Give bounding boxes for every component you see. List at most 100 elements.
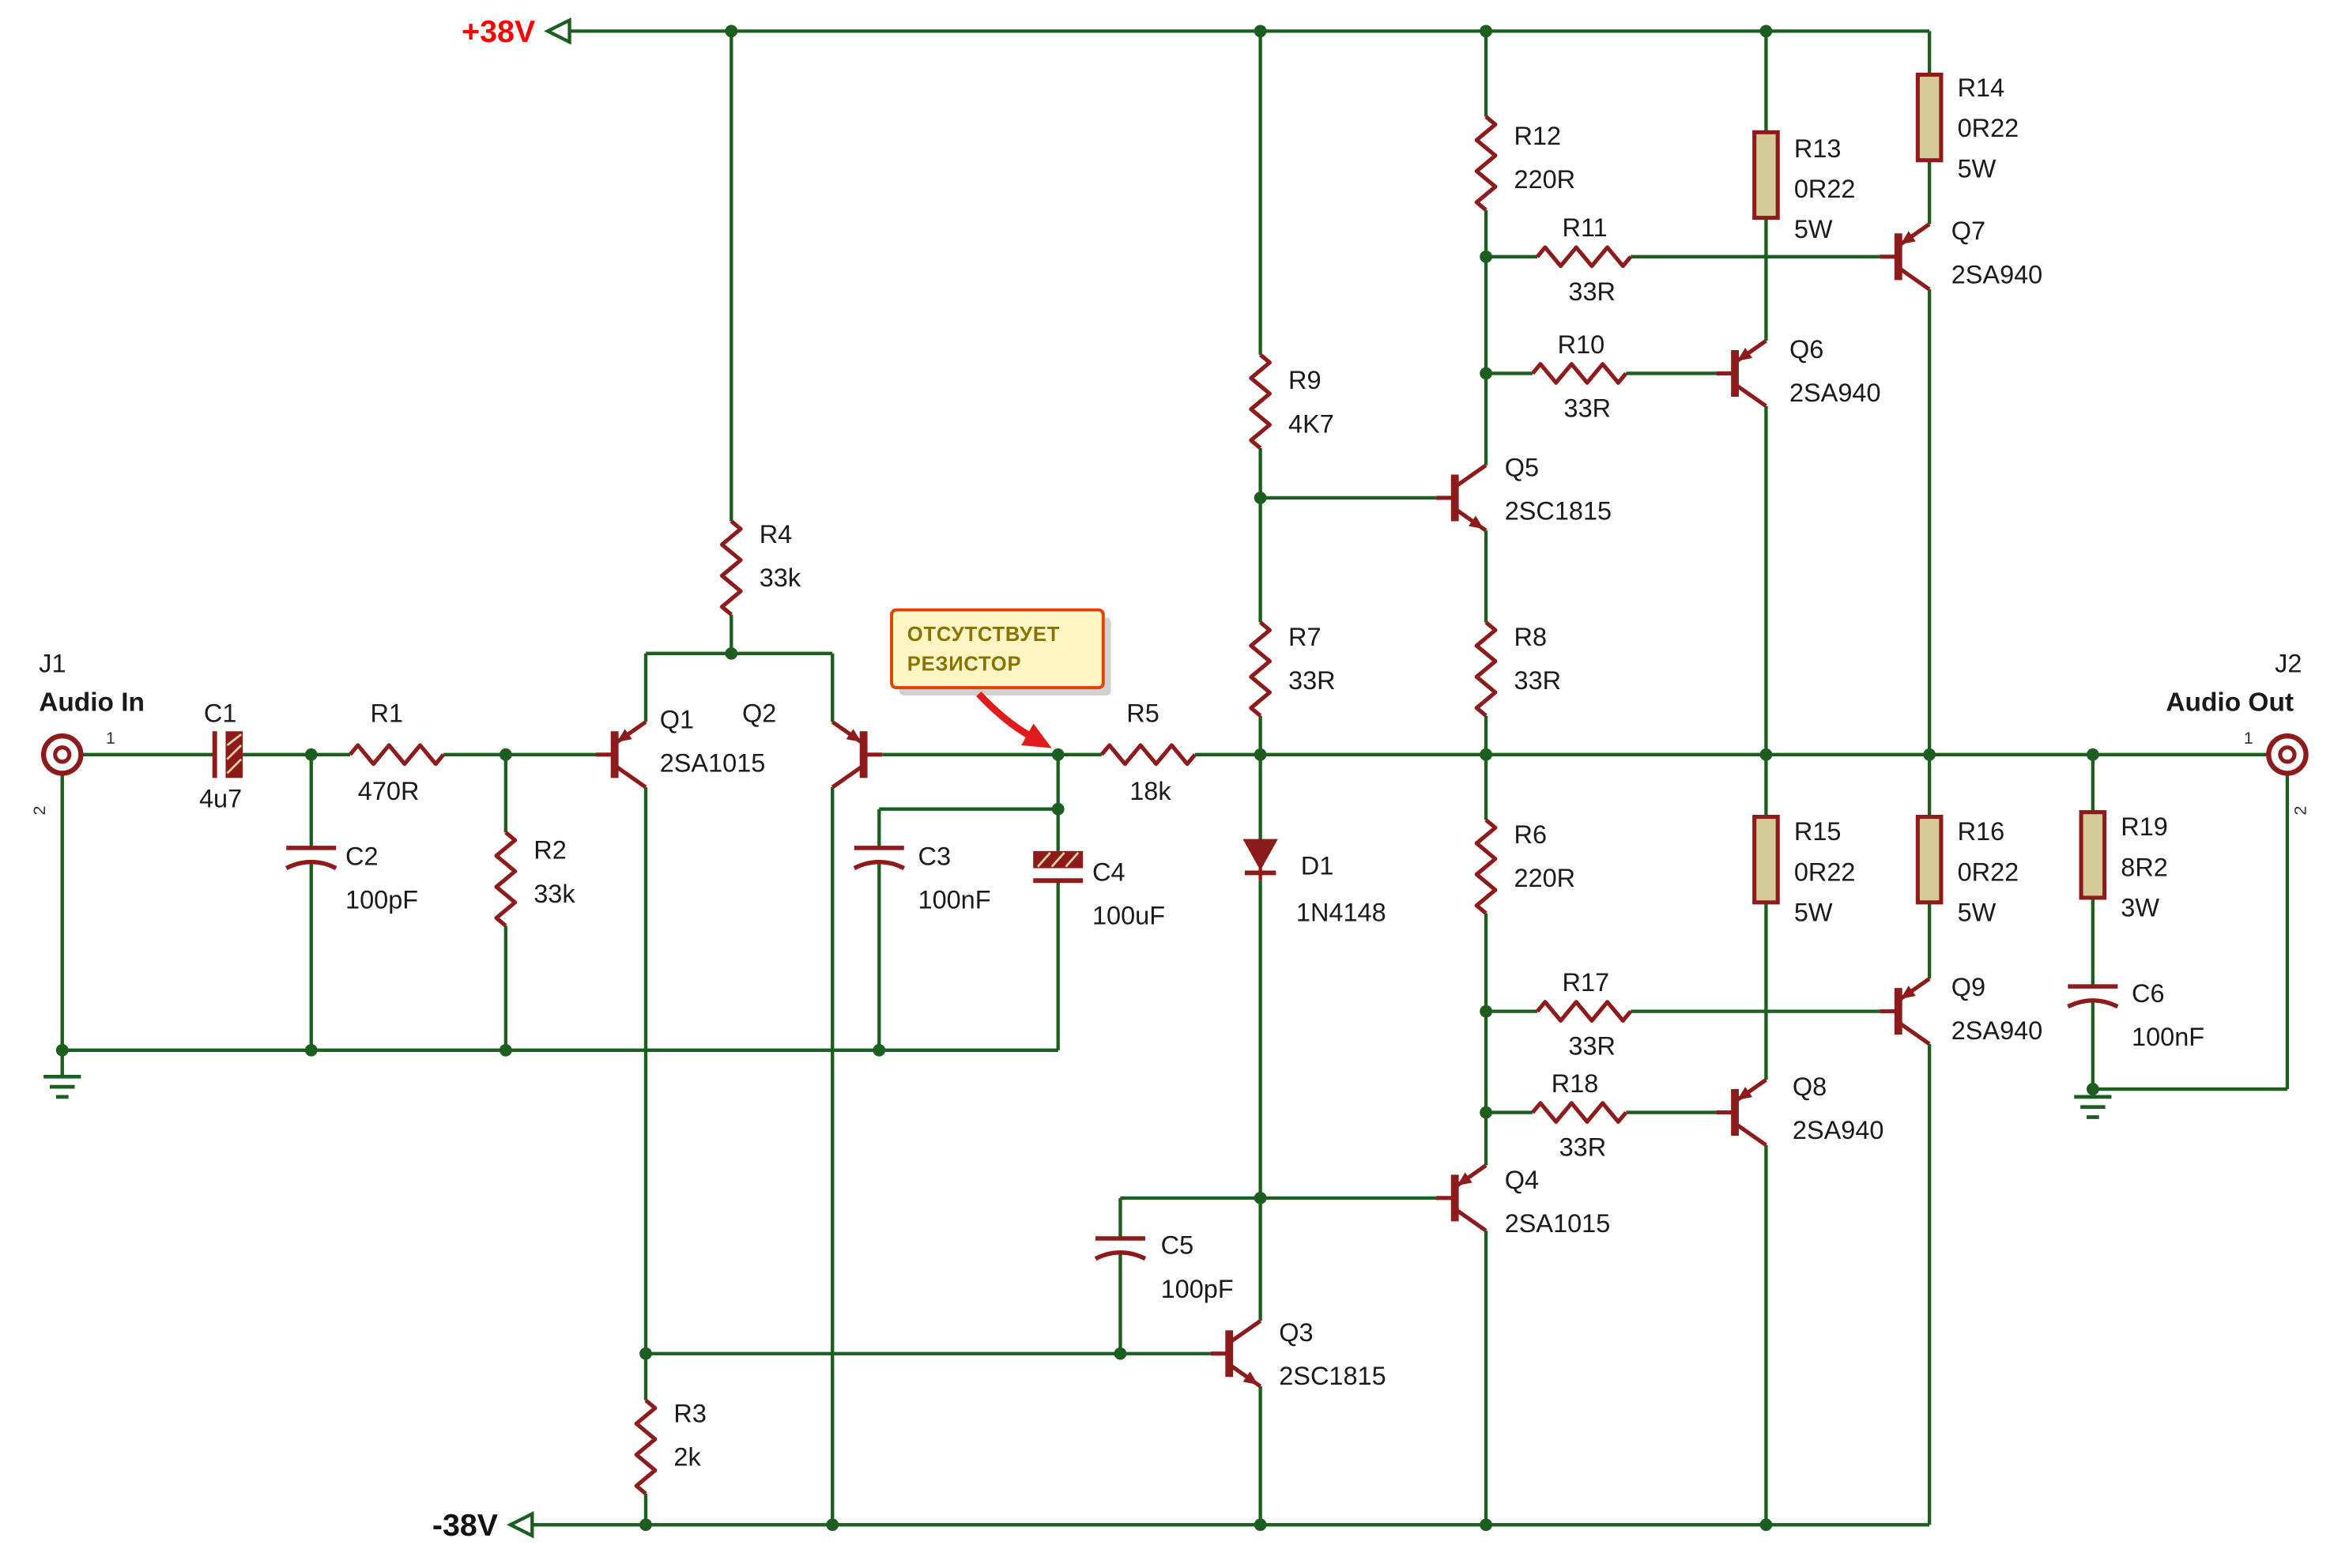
label-R12-value: 220R bbox=[1514, 165, 1576, 194]
label-R16-power: 5W bbox=[1958, 898, 1997, 926]
transistor-Q1: Q1 2SA1015 bbox=[596, 705, 765, 787]
annotation-callout: ОТСУТСТВУЕТ РЕЗИСТОР bbox=[890, 608, 1111, 748]
negative-rail-label: -38V bbox=[432, 1508, 498, 1543]
label-R8-value: 33R bbox=[1514, 666, 1562, 695]
label-Q9-value: 2SA940 bbox=[1951, 1016, 2043, 1045]
label-Q1-ref: Q1 bbox=[660, 705, 694, 733]
label-R13-power: 5W bbox=[1794, 215, 1833, 243]
resistor-R9: R9 4K7 bbox=[1251, 355, 1334, 448]
label-D1-value: 1N4148 bbox=[1296, 898, 1386, 926]
resistor-R5: R5 18k bbox=[1102, 699, 1195, 805]
label-R5-value: 18k bbox=[1129, 777, 1171, 805]
label-R6-value: 220R bbox=[1514, 864, 1576, 892]
resistor-R18: R18 33R bbox=[1533, 1069, 1626, 1162]
label-Q1-value: 2SA1015 bbox=[660, 748, 766, 777]
label-C6-value: 100nF bbox=[2132, 1023, 2204, 1051]
positive-rail-label: +38V bbox=[462, 14, 535, 49]
label-R14-power: 5W bbox=[1958, 154, 1997, 183]
label-R19-power: 3W bbox=[2121, 894, 2159, 922]
label-R10-value: 33R bbox=[1564, 394, 1612, 423]
capacitor-C6: C6 100nF bbox=[2068, 979, 2204, 1051]
label-Q6-ref: Q6 bbox=[1789, 335, 1823, 364]
ground-symbol-input bbox=[43, 1076, 81, 1097]
diode-D1: D1 1N4148 bbox=[1242, 839, 1386, 926]
label-C1-ref: C1 bbox=[204, 699, 237, 727]
capacitor-C1: C1 4u7 bbox=[199, 699, 243, 813]
label-D1-ref: D1 bbox=[1301, 851, 1334, 880]
transistor-Q7: Q7 2SA940 bbox=[1880, 217, 2042, 289]
resistor-R11: R11 33R bbox=[1537, 213, 1631, 306]
transistor-Q4: Q4 2SA1015 bbox=[1436, 1166, 1610, 1238]
resistor-R15: R15 0R22 5W bbox=[1755, 817, 1855, 926]
resistor-R13: R13 0R22 5W bbox=[1755, 132, 1856, 243]
label-R14-ref: R14 bbox=[1958, 74, 2005, 102]
label-Q3-ref: Q3 bbox=[1279, 1318, 1313, 1347]
connector-J2: J2 Audio Out 1 2 bbox=[2166, 649, 2309, 815]
label-R6-ref: R6 bbox=[1514, 820, 1548, 849]
label-J1-pin1: 1 bbox=[106, 728, 115, 748]
label-R4-ref: R4 bbox=[760, 520, 793, 548]
label-C1-value: 4u7 bbox=[199, 785, 242, 813]
annotation-arrow-icon bbox=[976, 691, 1052, 748]
jack-icon bbox=[2268, 736, 2306, 773]
label-Q2-ref: Q2 bbox=[742, 699, 776, 727]
label-R16-ref: R16 bbox=[1958, 817, 2005, 846]
label-C3-ref: C3 bbox=[918, 842, 952, 871]
transistor-Q8: Q8 2SA940 bbox=[1716, 1072, 1883, 1145]
label-R1-value: 470R bbox=[358, 777, 420, 805]
label-C2-value: 100pF bbox=[345, 886, 418, 914]
label-C5-value: 100pF bbox=[1161, 1275, 1234, 1303]
label-R14-value: 0R22 bbox=[1958, 114, 2019, 142]
ground-symbol-output bbox=[2074, 1097, 2111, 1118]
label-R17-value: 33R bbox=[1568, 1032, 1616, 1061]
label-C6-ref: C6 bbox=[2132, 979, 2165, 1008]
label-R4-value: 33k bbox=[760, 564, 801, 592]
label-Q8-value: 2SA940 bbox=[1793, 1116, 1884, 1144]
negative-rail-arrow-icon bbox=[511, 1514, 533, 1536]
label-Q5-value: 2SC1815 bbox=[1505, 497, 1612, 526]
label-R2-ref: R2 bbox=[534, 836, 567, 865]
transistor-Q9: Q9 2SA940 bbox=[1880, 973, 2042, 1045]
resistor-R7: R7 33R bbox=[1251, 622, 1336, 715]
resistor-R17: R17 33R bbox=[1537, 968, 1631, 1061]
label-R5-ref: R5 bbox=[1126, 699, 1159, 727]
label-R13-value: 0R22 bbox=[1794, 175, 1856, 203]
resistor-R16: R16 0R22 5W bbox=[1917, 817, 2019, 926]
capacitor-C3: C3 100nF bbox=[854, 842, 991, 914]
negative-rail: -38V bbox=[432, 1508, 532, 1543]
label-R2-value: 33k bbox=[534, 880, 575, 908]
label-J2-name: Audio Out bbox=[2166, 688, 2294, 718]
label-Q5-ref: Q5 bbox=[1505, 453, 1539, 481]
resistor-R12: R12 220R bbox=[1476, 117, 1575, 210]
jack-icon bbox=[43, 736, 81, 773]
transistor-Q5: Q5 2SC1815 bbox=[1436, 453, 1612, 530]
label-R17-ref: R17 bbox=[1563, 968, 1610, 997]
label-Q3-value: 2SC1815 bbox=[1279, 1362, 1386, 1390]
label-R9-value: 4K7 bbox=[1288, 409, 1334, 438]
resistor-R10: R10 33R bbox=[1533, 330, 1626, 423]
connector-J1: J1 Audio In 1 2 bbox=[29, 649, 145, 815]
label-R9-ref: R9 bbox=[1288, 366, 1322, 394]
label-Q7-value: 2SA940 bbox=[1951, 260, 2043, 288]
label-R19-value: 8R2 bbox=[2121, 853, 2168, 881]
label-R16-value: 0R22 bbox=[1958, 858, 2019, 886]
label-Q7-ref: Q7 bbox=[1951, 217, 1985, 245]
resistor-R4: R4 33k bbox=[722, 520, 801, 615]
callout-line2: РЕЗИСТОР bbox=[907, 653, 1022, 675]
label-R3-ref: R3 bbox=[673, 1399, 707, 1427]
label-R15-power: 5W bbox=[1794, 898, 1833, 926]
label-R13-ref: R13 bbox=[1794, 134, 1842, 163]
label-R12-ref: R12 bbox=[1514, 122, 1562, 150]
capacitor-C5: C5 100pF bbox=[1095, 1231, 1234, 1303]
resistor-R14: R14 0R22 5W bbox=[1917, 74, 2019, 183]
resistor-R6: R6 220R bbox=[1476, 820, 1575, 913]
label-R7-ref: R7 bbox=[1288, 623, 1322, 651]
callout-box bbox=[890, 608, 1105, 690]
capacitor-C4: C4 100uF bbox=[1033, 851, 1165, 929]
label-J1-ref: J1 bbox=[39, 649, 66, 677]
transistor-Q2: Q2 bbox=[742, 699, 882, 787]
callout-line1: ОТСУТСТВУЕТ bbox=[907, 624, 1060, 646]
label-R18-ref: R18 bbox=[1552, 1069, 1599, 1098]
resistor-R19: R19 8R2 3W bbox=[2081, 812, 2168, 922]
